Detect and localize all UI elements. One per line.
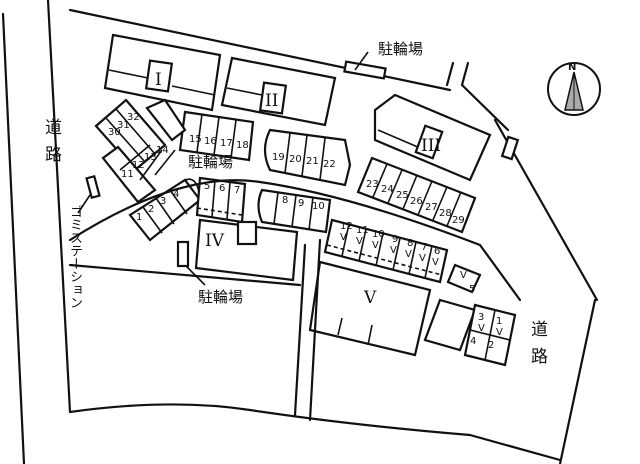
parking-space-18: 18 — [236, 140, 249, 151]
parking-space-28: 28 — [439, 208, 452, 219]
parking-space-16: 16 — [204, 136, 217, 147]
v-mark: V — [460, 270, 467, 281]
parking-space-22: 22 — [323, 159, 336, 170]
bike-parking-label-bottom: 駐輪場 — [198, 288, 244, 306]
building-i-label: I — [155, 70, 162, 90]
parking-space-10: 10 — [312, 201, 325, 212]
parking-space-24: 24 — [381, 184, 394, 195]
v-mark: V — [340, 232, 347, 243]
parking-space-19: 19 — [272, 152, 285, 163]
parking-space-20: 20 — [289, 154, 302, 165]
parking-space-1: 1 — [136, 212, 143, 223]
v-mark: V — [356, 236, 363, 247]
parking-space-v8: 8 — [407, 238, 414, 249]
parking-space-31: 31 — [117, 120, 130, 131]
road-label-right: 道路 — [527, 320, 547, 374]
parking-space-v2: 2 — [488, 340, 495, 351]
parking-space-4: 4 — [173, 189, 180, 200]
parking-space-21: 21 — [306, 156, 319, 167]
bike-parking-mid-box — [176, 240, 190, 268]
bike-parking-label-mid: 駐輪場 — [188, 153, 234, 171]
parking-space-v9: 9 — [392, 234, 399, 245]
bike-parking-label-top: 駐輪場 — [378, 40, 424, 58]
parking-space-v12: 12 — [340, 221, 353, 232]
parking-space-30: 30 — [108, 127, 121, 138]
parking-space-27: 27 — [425, 202, 438, 213]
building-iii-label: III — [421, 136, 442, 156]
parking-space-32: 32 — [127, 112, 140, 123]
parking-space-12: 12 — [132, 160, 145, 171]
parking-space-23: 23 — [366, 179, 379, 190]
parking-space-11: 11 — [121, 169, 134, 180]
parking-space-6: 6 — [219, 183, 226, 194]
parking-space-v7: 7 — [421, 242, 428, 253]
parking-space-5: 5 — [204, 181, 211, 192]
garbage-station-label: ゴミステーション — [67, 205, 82, 309]
parking-space-v3: 3 — [478, 312, 485, 323]
building-ii-label: II — [265, 91, 279, 111]
v-mark: V — [390, 245, 397, 256]
parking-space-17: 17 — [220, 138, 233, 149]
parking-space-v6: 6 — [434, 246, 441, 257]
parking-space-v5: 5 — [469, 284, 476, 295]
v-mark: V — [419, 253, 426, 264]
v-mark: V — [496, 327, 503, 338]
parking-space-8: 8 — [282, 195, 289, 206]
building-iv-label: IV — [205, 231, 224, 251]
parking-space-3: 3 — [160, 196, 167, 207]
parking-space-26: 26 — [410, 196, 423, 207]
road-label-left: 道路 — [41, 118, 61, 172]
parking-space-v4: 4 — [470, 336, 477, 347]
parking-space-13: 13 — [144, 152, 157, 163]
parking-space-v10: 10 — [372, 229, 385, 240]
parking-space-2: 2 — [148, 204, 155, 215]
parking-space-14: 14 — [156, 145, 169, 156]
v-mark: V — [432, 257, 439, 268]
north-arrow-icon — [547, 62, 601, 116]
parking-space-15: 15 — [189, 134, 202, 145]
compass-north-label: N — [568, 62, 577, 73]
v-mark: V — [405, 249, 412, 260]
parking-space-7: 7 — [234, 185, 241, 196]
parking-space-v1: 1 — [496, 316, 503, 327]
v-mark: V — [372, 240, 379, 251]
parking-space-25: 25 — [396, 190, 409, 201]
parking-space-v11: 11 — [356, 225, 369, 236]
building-v-label: V — [364, 288, 377, 308]
parking-space-9: 9 — [298, 198, 305, 209]
v-mark: V — [478, 323, 485, 334]
parking-space-29: 29 — [452, 215, 465, 226]
